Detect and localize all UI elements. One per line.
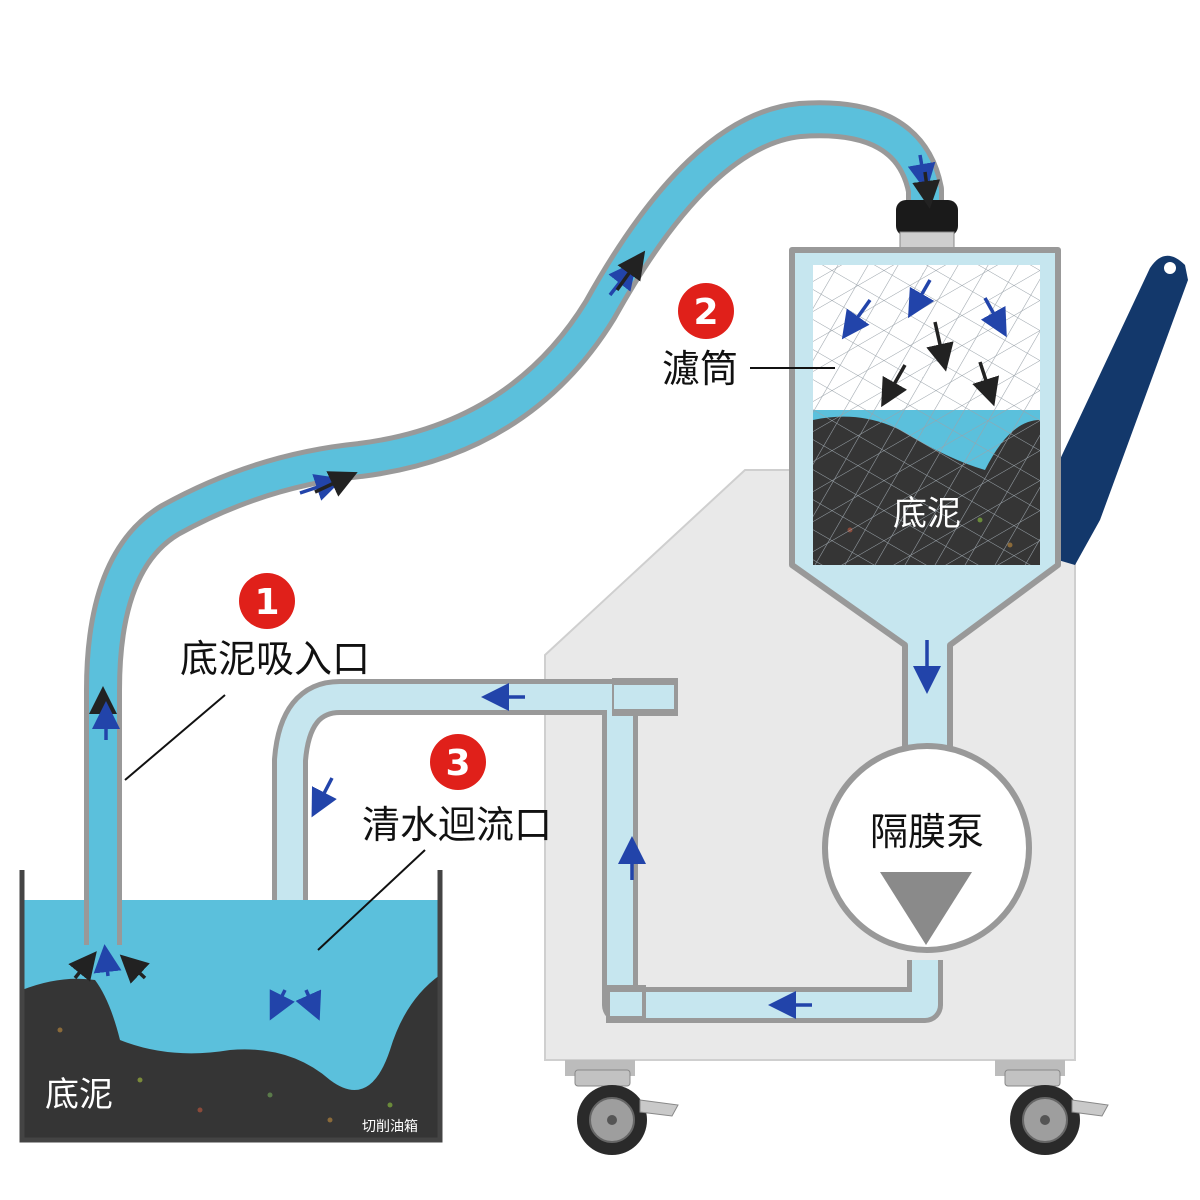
caster-wheel-right bbox=[1004, 1069, 1109, 1155]
flow-arrows bbox=[68, 154, 1007, 1021]
label-pump: 隔膜泵 bbox=[870, 810, 984, 854]
svg-text:3: 3 bbox=[445, 743, 470, 784]
label-filter: 濾筒 bbox=[662, 347, 738, 391]
svg-text:2: 2 bbox=[693, 292, 718, 333]
label-sludge-filter: 底泥 bbox=[893, 494, 961, 534]
return-pipe bbox=[272, 678, 943, 1023]
label-sludge-tank: 底泥 bbox=[45, 1075, 113, 1115]
label-tank-name: 切削油箱 bbox=[362, 1119, 418, 1135]
suction-hose bbox=[84, 100, 944, 945]
label-return: 清水迴流口 bbox=[362, 803, 552, 847]
badge-1: 1 bbox=[239, 573, 295, 629]
label-inlet: 底泥吸入口 bbox=[180, 637, 370, 681]
leader-lines bbox=[124, 367, 835, 951]
cart-handle bbox=[1055, 255, 1188, 565]
filter-inlet-cap bbox=[896, 200, 958, 251]
badge-2: 2 bbox=[678, 283, 734, 339]
diaphragm-pump bbox=[822, 743, 1032, 953]
svg-text:1: 1 bbox=[254, 582, 279, 623]
caster-wheel-left bbox=[574, 1069, 679, 1155]
badge-3: 3 bbox=[430, 734, 486, 790]
